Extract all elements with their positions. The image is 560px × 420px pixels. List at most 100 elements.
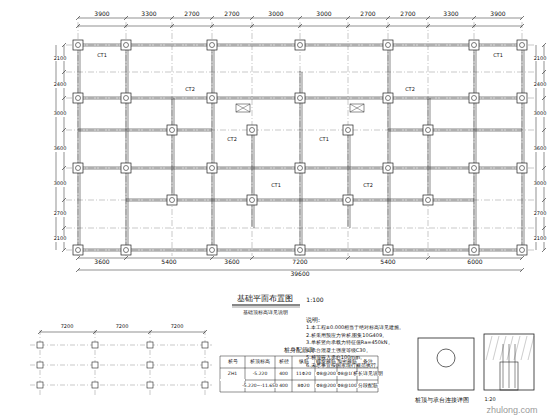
- dimension-tick: [542, 70, 546, 74]
- note-text: 4.承台混凝土强度等级C30。: [305, 348, 419, 353]
- dimension-tick: [93, 330, 97, 334]
- foundation-beam: [174, 98, 175, 200]
- dimension-tick: [76, 16, 80, 20]
- pile-cap: [202, 362, 208, 368]
- dimension-tick: [472, 16, 476, 20]
- dimension-tick: [520, 268, 524, 272]
- foundation-beam: [388, 44, 389, 249]
- hatch-stroke: [521, 336, 527, 360]
- dimension-tick: [472, 24, 476, 28]
- dimension-tick: [298, 16, 302, 20]
- dimension-tick: [542, 166, 546, 170]
- foundation-beam: [388, 131, 522, 132]
- dimension-text: 2400: [533, 82, 548, 87]
- hatch-stroke: [507, 336, 513, 360]
- axis-line: [348, 22, 349, 256]
- dimension-tick: [62, 166, 66, 170]
- pile-symbol: [472, 248, 477, 253]
- pile-cap: [517, 93, 527, 103]
- pile-symbol: [76, 96, 81, 101]
- dimension-text: 6000: [466, 259, 483, 265]
- dimension-tick: [62, 43, 66, 47]
- dimension-tick: [62, 198, 66, 202]
- title-underline: [232, 307, 300, 308]
- pile-cap: [423, 195, 433, 205]
- pile-cap: [207, 93, 217, 103]
- pile-cap: [207, 40, 217, 50]
- axis-line: [474, 22, 475, 256]
- axis-line: [300, 22, 301, 256]
- axis-line: [522, 22, 523, 256]
- merged-cell-mask: [220, 379, 245, 381]
- pile-cap: [121, 40, 131, 50]
- table-rule: [220, 356, 221, 392]
- pile-cap: [202, 342, 208, 348]
- pile-symbol: [250, 198, 255, 203]
- dimension-text: 2700: [359, 11, 376, 17]
- pile-cap: [73, 163, 83, 173]
- dimension-tick: [542, 128, 546, 132]
- pile-symbol: [520, 96, 525, 101]
- pile-cap: [517, 163, 527, 173]
- dimension-tick: [426, 16, 430, 20]
- opening-cross: [350, 104, 364, 112]
- pile-cap: [121, 93, 131, 103]
- dimension-tick: [542, 96, 546, 100]
- hatch-stroke: [486, 336, 492, 360]
- note-text: 说明:: [305, 317, 321, 323]
- dimension-text: 3900: [489, 11, 506, 17]
- pile-cap: [167, 195, 177, 205]
- dimension-text: 2100: [53, 56, 68, 61]
- dimension-tick: [124, 24, 128, 28]
- pile-cap: [517, 245, 527, 255]
- foundation-beam: [252, 129, 253, 227]
- pile-cap-tag: CT1: [492, 53, 504, 58]
- dimension-tick: [250, 24, 254, 28]
- foundation-beam: [430, 98, 431, 200]
- dimension-text: 2700: [223, 11, 240, 17]
- dimension-tick: [542, 198, 546, 202]
- pile-cap: [469, 245, 479, 255]
- foundation-beam: [126, 44, 127, 249]
- dimension-text: 3000: [53, 181, 68, 186]
- pile-cap: [247, 195, 257, 205]
- note-text: 1.本工程±0.000相当于绝对标高详见建施。: [305, 325, 419, 330]
- dimension-tick: [62, 96, 66, 100]
- dimension-text: 3000: [267, 11, 284, 17]
- axis-line: [126, 22, 127, 256]
- table-rule: [292, 356, 293, 392]
- axis-line: [388, 22, 389, 256]
- table-cell: 桩顶标高: [249, 360, 271, 365]
- dimension-text: 7200: [115, 324, 130, 329]
- dimension-tick: [38, 330, 42, 334]
- pile-cap: [343, 195, 353, 205]
- pile-symbol: [426, 198, 431, 203]
- opening: [236, 104, 250, 112]
- note-text: 5.桩顶嵌入承台100mm。: [305, 355, 419, 360]
- pile-cap: [73, 245, 83, 255]
- pile-cap-section: [418, 338, 474, 390]
- pile-cap: [37, 362, 43, 368]
- pile-cap-tag: CT2: [184, 87, 196, 92]
- dimension-text: 2100: [533, 56, 548, 61]
- foundation-beam: [78, 131, 212, 132]
- dimension-text: 3000: [53, 111, 68, 116]
- drawing-title: 基础平面布置图: [236, 295, 294, 303]
- note-text: 6.未尽事宜按国家现行规范执行。: [305, 363, 419, 368]
- watermark: zhulong.com: [485, 406, 538, 415]
- foundation-beam: [80, 45, 81, 250]
- foundation-beam: [212, 44, 213, 249]
- pile-symbol: [346, 128, 351, 133]
- pile-cap: [147, 382, 153, 388]
- dimension-tick: [210, 24, 214, 28]
- opening-cross: [236, 104, 250, 112]
- note-text: 2.桩采用预应力管桩,图集10G409。: [305, 333, 419, 338]
- dimension-text: 3000: [533, 111, 548, 116]
- dimension-tick: [542, 226, 546, 230]
- dimension-tick: [124, 16, 128, 20]
- dimension-text: 5400: [379, 259, 396, 265]
- pile-cap-tag: CT1: [318, 137, 330, 142]
- dimension-tick: [148, 330, 152, 334]
- pile-symbol: [386, 248, 391, 253]
